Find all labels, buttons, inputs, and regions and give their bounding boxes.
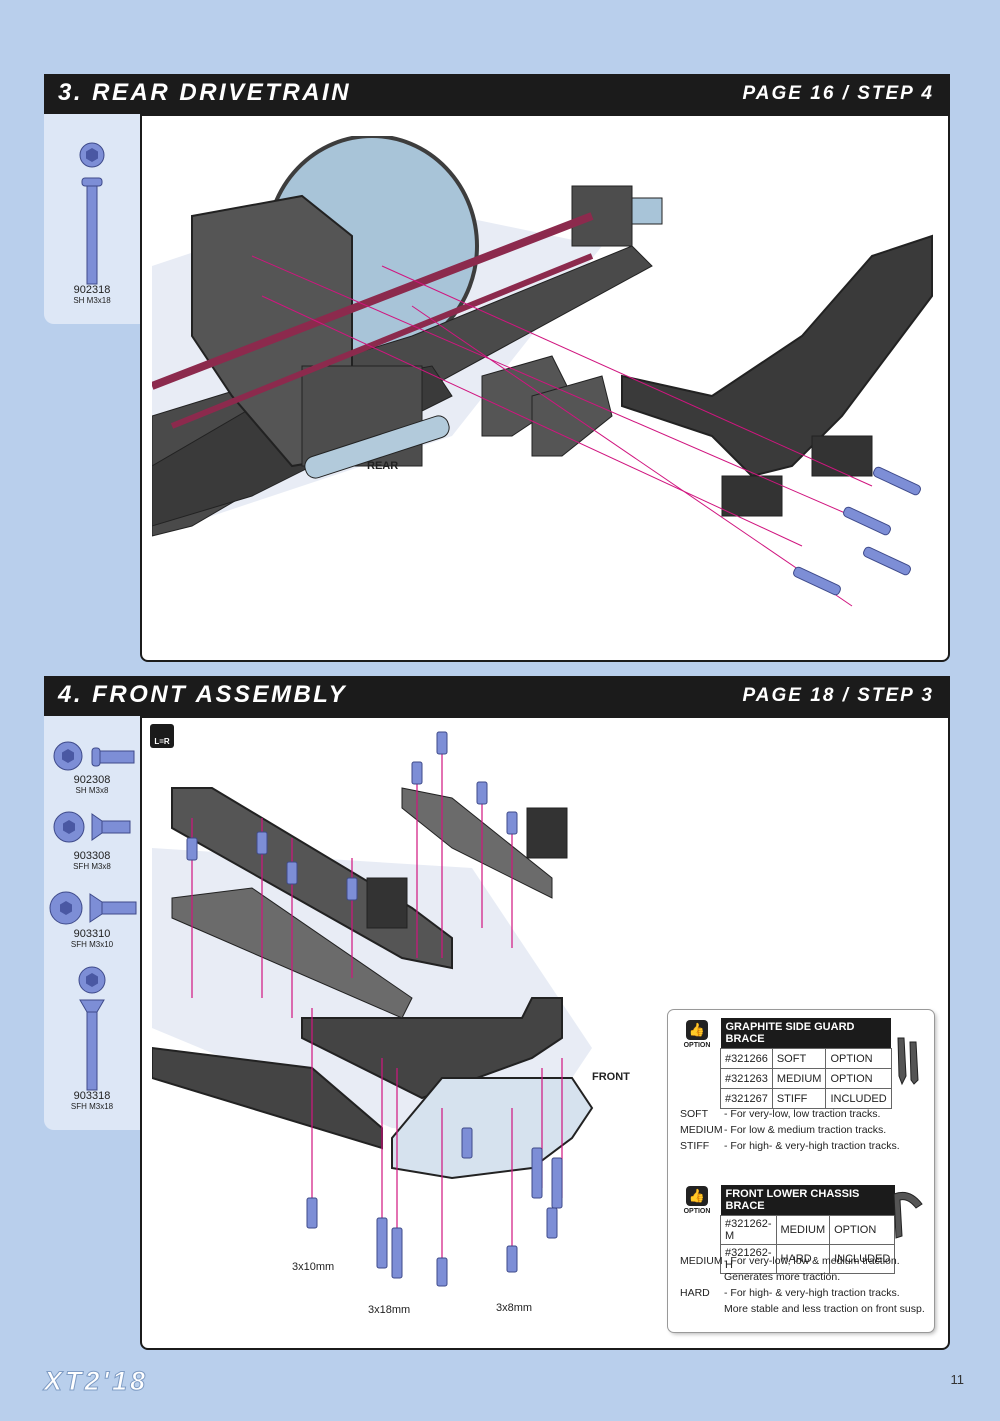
option-badge: 👍 OPTION — [683, 1020, 711, 1049]
screw-903318-icon — [78, 966, 106, 1091]
rear-drivetrain-illustration — [152, 136, 933, 607]
section-header: 3. REAR DRIVETRAIN PAGE 16 / STEP 4 — [44, 74, 950, 114]
part-label: 902318 SH M3x18 — [73, 284, 111, 305]
part-label: 902308 SH M3x8 — [73, 774, 111, 795]
section-header: 4. FRONT ASSEMBLY PAGE 18 / STEP 3 — [44, 676, 950, 716]
page-reference: PAGE 18 / STEP 3 — [742, 685, 934, 706]
option-badge: 👍 OPTION — [683, 1186, 711, 1215]
part-label: 903310 SFH M3x10 — [70, 928, 114, 949]
option-descriptions: MEDIUM- For very-low, low & medium tract… — [680, 1255, 925, 1315]
size-label-3x10: 3x10mm — [292, 1261, 335, 1273]
screw-902318-icon — [79, 142, 105, 285]
front-label: FRONT — [592, 1071, 630, 1083]
options-box: 👍 OPTION GRAPHITE SIDE GUARD BRACE #3212… — [668, 1010, 934, 1332]
section-title: 4. FRONT ASSEMBLY — [58, 681, 348, 708]
rear-label: REAR — [367, 460, 399, 472]
size-label-3x18: 3x18mm — [368, 1304, 411, 1316]
screw-902308-icon — [53, 741, 135, 771]
left-right-same-icon: L=R — [150, 724, 174, 748]
page-reference: PAGE 16 / STEP 4 — [742, 83, 934, 104]
lower-chassis-brace-icon — [893, 1191, 923, 1239]
section-title: 3. REAR DRIVETRAIN — [58, 79, 352, 106]
thumbs-up-icon: 👍 — [686, 1020, 708, 1040]
section-rear-drivetrain: 3. REAR DRIVETRAIN PAGE 16 / STEP 4 9023… — [44, 74, 950, 662]
page-number: 11 — [950, 1372, 965, 1387]
part-label: 903308 SFH M3x8 — [73, 850, 111, 871]
part-label: 903318 SFH M3x18 — [70, 1090, 114, 1111]
screw-903308-icon — [53, 811, 131, 843]
brand-logo: XT2'18 — [44, 1366, 148, 1397]
screw-903310-icon — [49, 891, 137, 925]
front-assembly-illustration — [152, 731, 594, 1287]
side-guard-brace-icon — [897, 1037, 919, 1086]
thumbs-up-icon: 👍 — [686, 1186, 708, 1206]
size-label-3x8: 3x8mm — [496, 1302, 533, 1314]
option-descriptions: SOFT- For very-low, low traction tracks.… — [680, 1108, 900, 1152]
